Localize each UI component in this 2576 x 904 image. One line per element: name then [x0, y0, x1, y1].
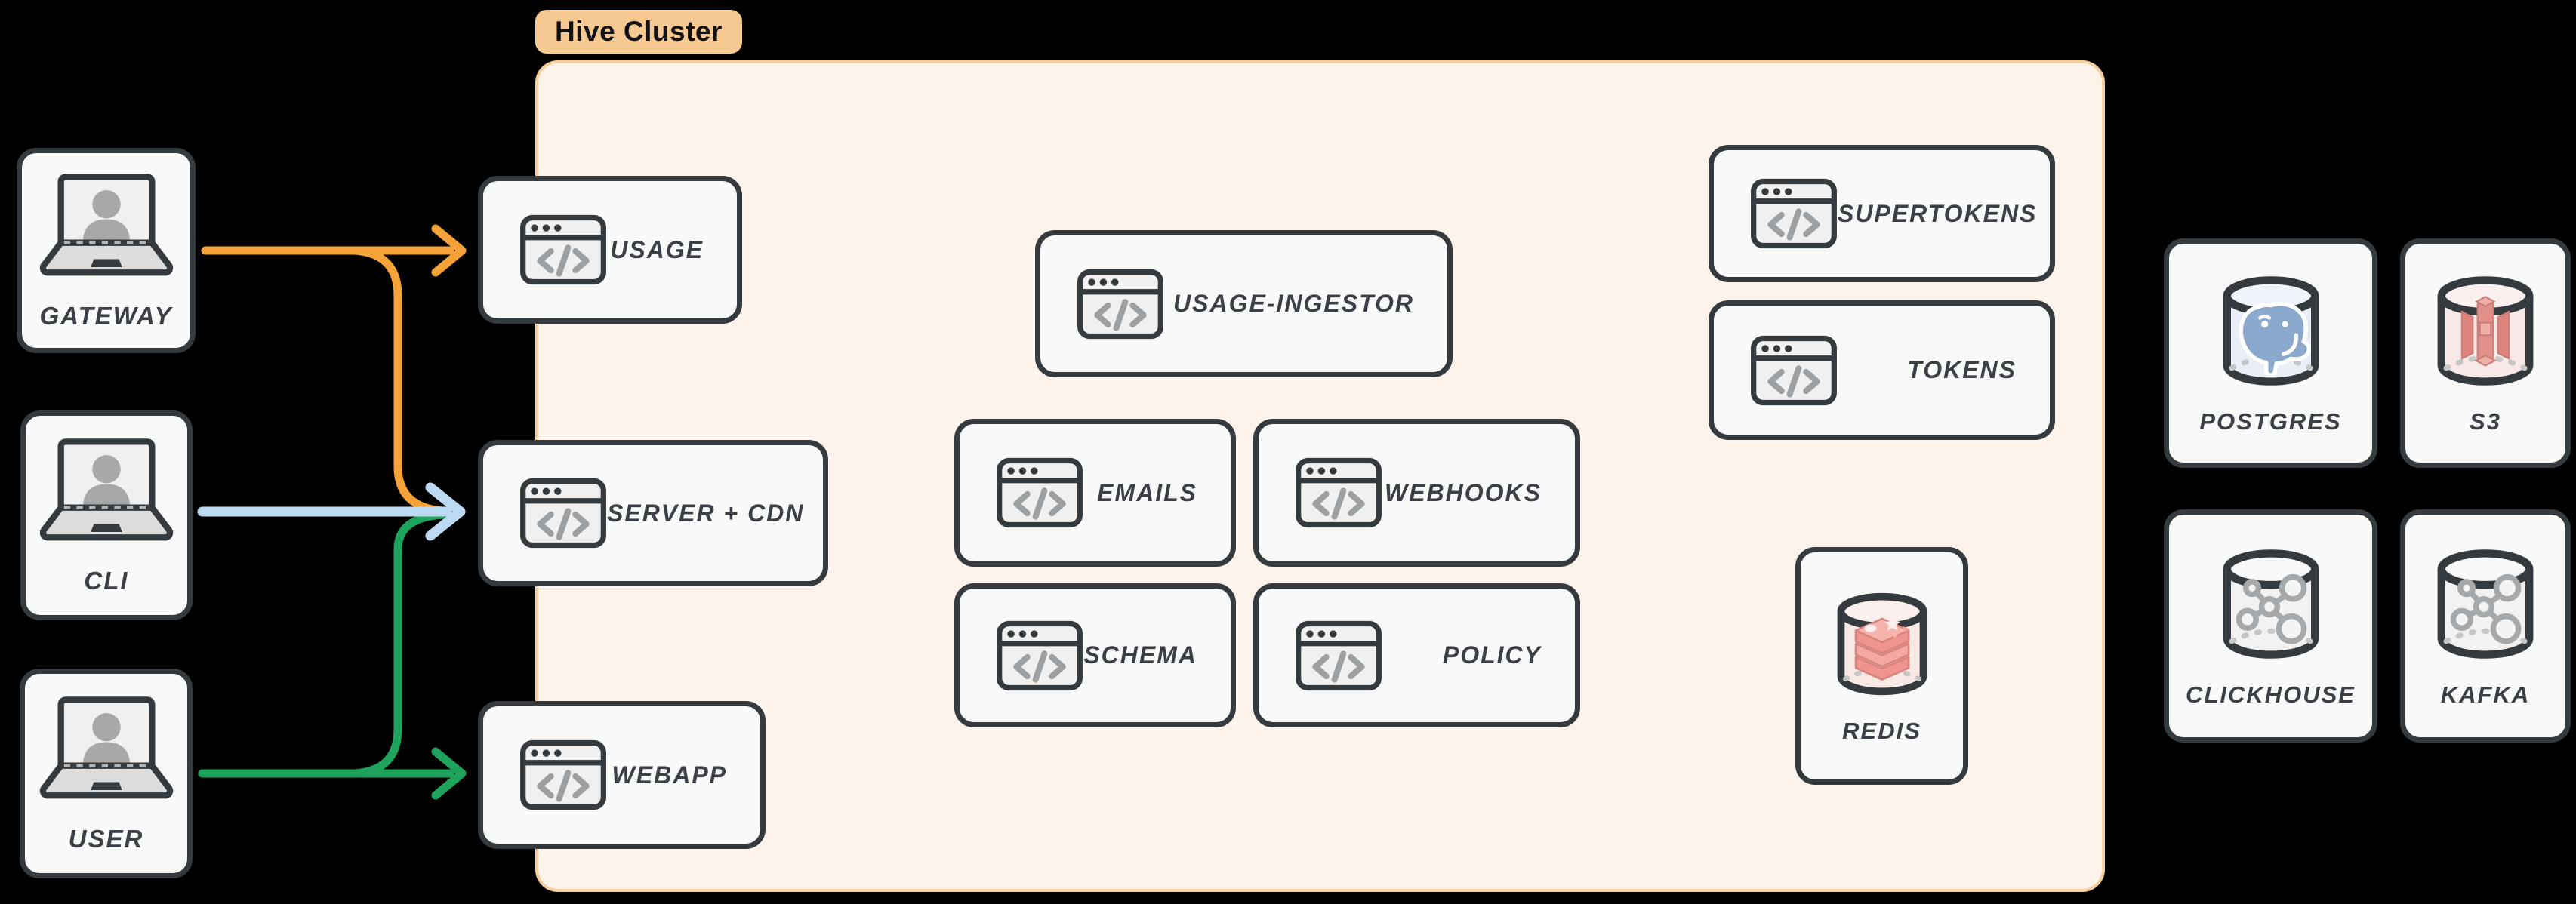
node-emails-label: EMAILS — [1097, 478, 1197, 506]
hive-cluster-badge-label: Hive Cluster — [555, 16, 723, 47]
node-webapp-label: WEBAPP — [612, 761, 727, 789]
code-window-icon — [1750, 178, 1838, 249]
laptop-user-icon — [28, 171, 185, 287]
node-webapp: WEBAPP — [478, 701, 766, 849]
network-cylinder-icon — [2211, 544, 2331, 663]
node-redis: REDIS — [1795, 547, 1968, 785]
edges-cli — [197, 482, 466, 541]
node-emails: EMAILS — [954, 419, 1236, 567]
edge-gateway-to-server-cdn — [350, 246, 447, 515]
node-redis-label: REDIS — [1842, 717, 1921, 744]
laptop-user-icon — [28, 435, 185, 552]
code-window-icon — [1077, 269, 1164, 340]
node-supertokens-label: SUPERTOKENS — [1838, 199, 2038, 227]
node-policy-label: POLICY — [1442, 641, 1542, 669]
code-window-icon — [996, 620, 1083, 691]
node-tokens-label: TOKENS — [1907, 356, 2017, 383]
laptop-user-icon — [28, 693, 185, 810]
node-tokens: TOKENS — [1709, 300, 2055, 440]
node-postgres: POSTGRES — [2164, 238, 2377, 468]
edge-gateway-to-usage-arrowhead — [431, 224, 467, 277]
node-postgres-label: POSTGRES — [2199, 408, 2342, 435]
edge-user-to-server-cdn — [350, 510, 447, 778]
node-gateway: GATEWAY — [17, 148, 196, 353]
network-cylinder-icon — [2426, 544, 2545, 663]
postgres-cylinder-icon — [2211, 271, 2331, 390]
node-policy: POLICY — [1253, 583, 1580, 727]
node-gateway-label: GATEWAY — [39, 302, 173, 330]
edges-gateway — [201, 224, 467, 515]
code-window-icon — [1295, 457, 1382, 528]
node-server-cdn-label: SERVER + CDN — [607, 499, 805, 527]
edge-cli-to-server-cdn-arrowhead — [425, 482, 466, 541]
node-usage: USAGE — [478, 176, 742, 324]
code-window-icon — [519, 478, 607, 549]
node-webhooks-label: WEBHOOKS — [1385, 478, 1542, 506]
code-window-icon — [519, 214, 607, 285]
node-usage-label: USAGE — [610, 235, 704, 263]
node-clickhouse-label: CLICKHOUSE — [2186, 681, 2356, 708]
node-cli-label: CLI — [84, 567, 129, 595]
node-schema: SCHEMA — [954, 583, 1236, 727]
node-kafka: KAFKA — [2400, 509, 2571, 743]
node-clickhouse: CLICKHOUSE — [2164, 509, 2377, 743]
code-window-icon — [519, 739, 607, 810]
code-window-icon — [1750, 335, 1838, 406]
hive-cluster-badge: Hive Cluster — [535, 10, 742, 54]
node-usage-ingestor-label: USAGE-INGESTOR — [1173, 290, 1414, 317]
node-usage-ingestor: USAGE-INGESTOR — [1035, 230, 1453, 377]
node-s3: S3 — [2400, 238, 2571, 468]
edge-user-to-webapp-arrowhead — [431, 747, 467, 800]
edges-user — [198, 510, 467, 800]
node-user-label: USER — [68, 825, 144, 853]
redis-cylinder-icon — [1826, 588, 1938, 700]
code-window-icon — [1295, 620, 1382, 691]
node-schema-label: SCHEMA — [1083, 641, 1197, 669]
node-server-cdn: SERVER + CDN — [478, 440, 828, 586]
code-window-icon — [996, 457, 1083, 528]
node-user: USER — [20, 669, 193, 878]
node-s3-label: S3 — [2470, 408, 2501, 435]
s3-cylinder-icon — [2426, 271, 2545, 390]
node-kafka-label: KAFKA — [2440, 681, 2531, 708]
node-cli: CLI — [20, 410, 193, 620]
node-webhooks: WEBHOOKS — [1253, 419, 1580, 567]
node-supertokens: SUPERTOKENS — [1709, 145, 2055, 282]
